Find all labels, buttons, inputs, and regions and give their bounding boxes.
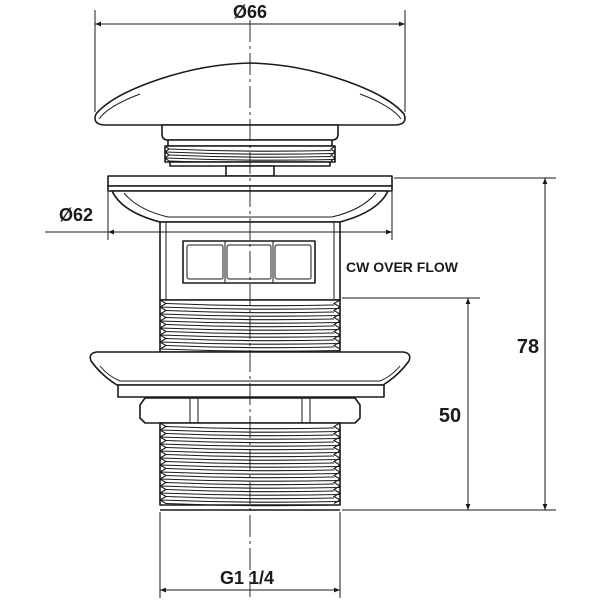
cap-dome-edge	[359, 93, 402, 120]
thread-crest	[159, 436, 341, 440]
dimension-overall-height: 78	[342, 177, 556, 511]
overflow-window	[182, 240, 316, 284]
thread-size-label: G1 1/4	[220, 568, 274, 588]
washer-edge	[99, 365, 401, 382]
thread-crest	[159, 313, 341, 317]
thread-ridge	[165, 344, 335, 349]
thread-crest	[159, 478, 341, 482]
overflow-slot	[274, 244, 312, 280]
cap-dome-edge	[98, 93, 141, 120]
overflow-window-frame	[182, 240, 316, 284]
thread-profile-right	[332, 422, 342, 504]
flange-cone-inner	[123, 192, 377, 218]
thread-crest	[159, 306, 341, 310]
cap-diameter-label: Ø66	[233, 2, 267, 22]
washer-seat	[117, 384, 385, 398]
thread-length-label: 50	[439, 405, 461, 427]
thread-profile-left	[158, 422, 168, 504]
dimension-cap-diameter: Ø66	[94, 2, 406, 112]
thread-ridge	[168, 148, 332, 152]
flange-diameter-label: Ø62	[59, 205, 93, 225]
dimension-thread-length: 50	[342, 297, 480, 510]
dimension-flange-diameter: Ø62	[45, 192, 393, 240]
overflow-label: CW OVER FLOW	[346, 259, 459, 275]
thread-crest	[159, 471, 341, 475]
overall-height-label: 78	[517, 336, 539, 358]
overflow-slot	[186, 244, 224, 280]
overflow-slot	[226, 244, 272, 280]
thread-ridge	[165, 337, 335, 342]
thread-crest	[159, 443, 341, 447]
dimension-thread-size: G1 1/4	[159, 512, 341, 598]
